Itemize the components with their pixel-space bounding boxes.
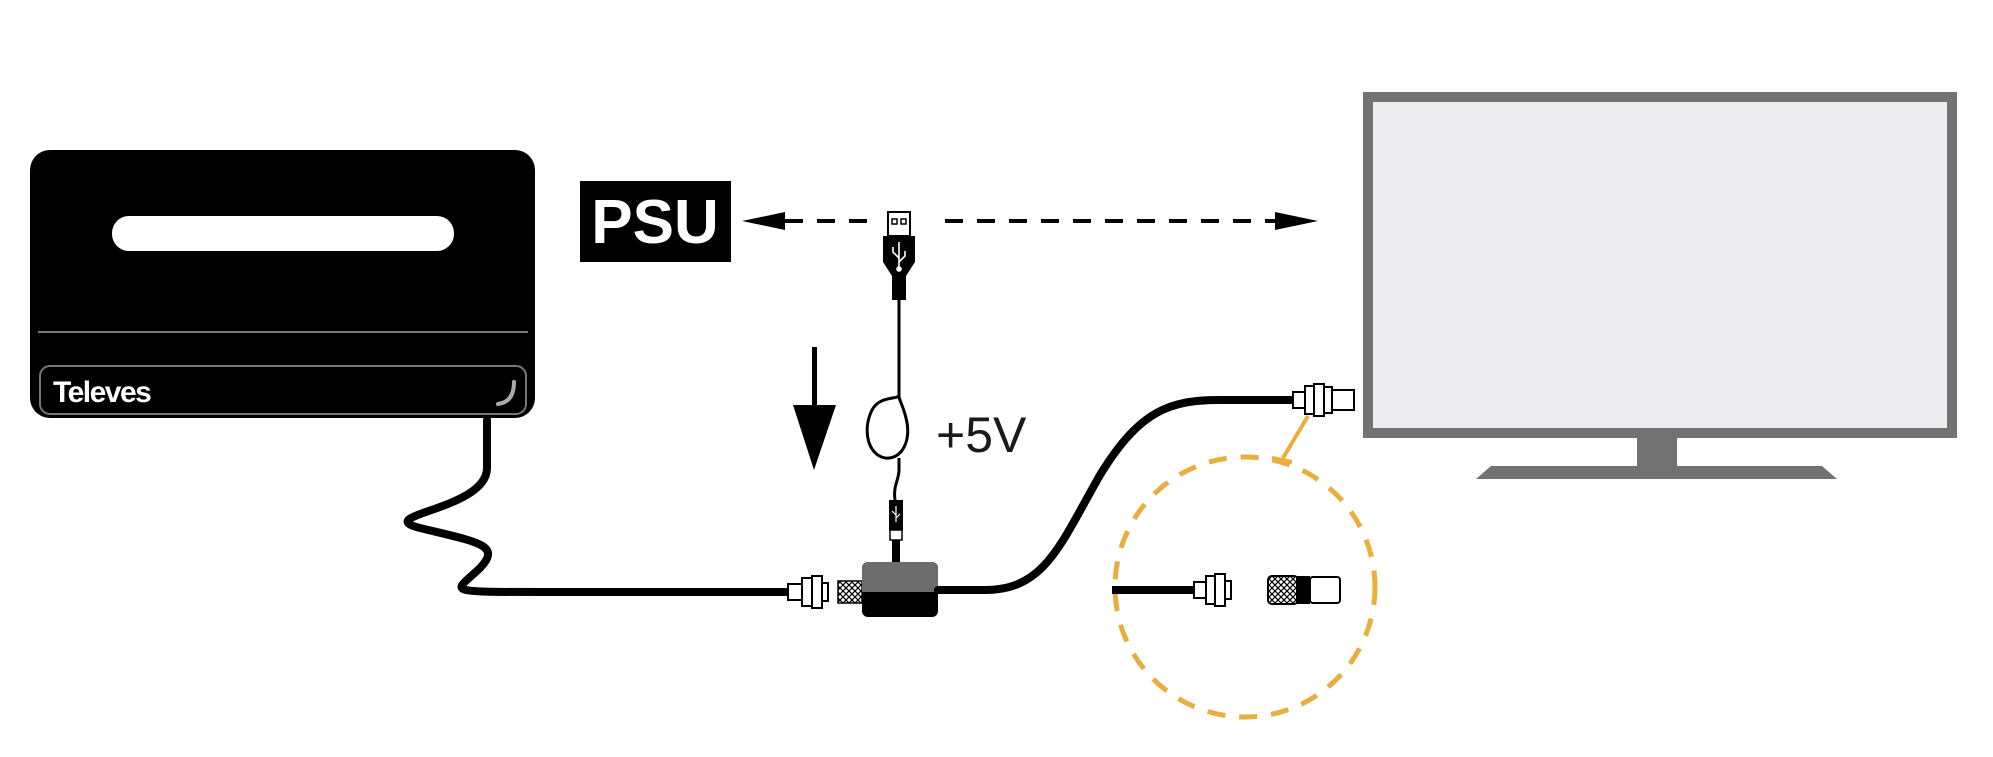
detail-f-connector [1193, 573, 1232, 607]
psu-box: PSU [580, 181, 731, 262]
f-connector-left [787, 575, 829, 609]
usb-cable [865, 211, 915, 562]
detail-iec-adapter [1267, 575, 1341, 605]
power-injector [862, 562, 938, 617]
antenna-front-panel [39, 365, 527, 415]
f-connector-right [1292, 383, 1355, 417]
tv-coax-cable [934, 396, 1299, 594]
tv-screen [1363, 92, 1957, 438]
antenna-device: Televes [30, 150, 535, 418]
detail-circle [1112, 454, 1378, 720]
antenna-brand-logo: Televes [53, 376, 151, 409]
down-arrow-icon [793, 347, 836, 470]
voltage-label: +5V [936, 407, 1027, 463]
tv-neck [1637, 438, 1677, 466]
television [1363, 92, 1957, 479]
injector-thread [837, 580, 863, 604]
antenna-led-icon [496, 380, 516, 406]
dashed-double-arrow [742, 212, 1318, 230]
psu-label: PSU [591, 188, 718, 257]
detail-leader-line [1281, 414, 1310, 460]
antenna-slot [112, 216, 454, 251]
antenna-coax-cable [403, 416, 794, 596]
usb-cord [865, 300, 910, 501]
usb-icon [892, 242, 906, 272]
connector-detail [1112, 414, 1378, 720]
tv-stand [1476, 466, 1837, 479]
